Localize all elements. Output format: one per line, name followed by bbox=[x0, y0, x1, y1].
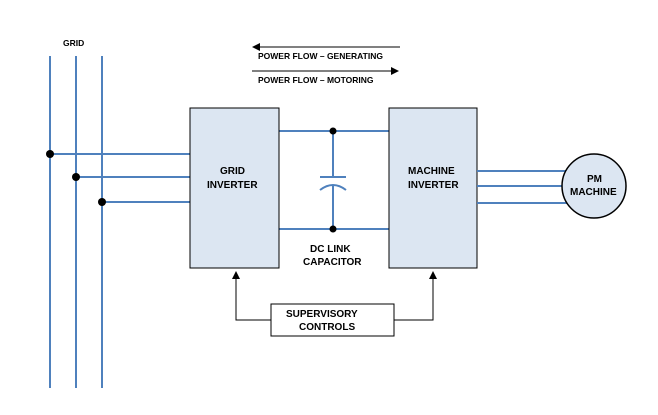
junction-dot bbox=[98, 198, 106, 206]
grid-feed-lines bbox=[50, 153, 190, 203]
dc-link-label-line1: DC LINK bbox=[310, 244, 351, 255]
machine-feed-lines bbox=[477, 170, 569, 204]
supervisory-label-line2: CONTROLS bbox=[299, 322, 355, 333]
grid-label: GRID bbox=[63, 38, 84, 48]
junction-dot bbox=[329, 127, 337, 135]
machine-inverter-box bbox=[388, 107, 478, 269]
power-flow-motoring-label: POWER FLOW – MOTORING bbox=[258, 75, 374, 85]
control-connections bbox=[232, 271, 437, 321]
pm-machine-label-line2: MACHINE bbox=[570, 187, 617, 198]
grid-junction-dots bbox=[46, 150, 106, 206]
grid-inverter-box bbox=[189, 107, 280, 269]
machine-inverter-label-line2: INVERTER bbox=[408, 180, 459, 191]
dc-link-junction-dots bbox=[329, 127, 337, 233]
junction-dot bbox=[72, 173, 80, 181]
dc-link-label-line2: CAPACITOR bbox=[303, 257, 362, 268]
pm-machine-label-line1: PM bbox=[587, 174, 602, 185]
pm-machine-circle bbox=[561, 153, 627, 219]
grid-inverter-label-line2: INVERTER bbox=[207, 180, 258, 191]
capacitor-plate-curved bbox=[319, 184, 347, 191]
junction-dot bbox=[329, 225, 337, 233]
control-to-machine-inverter-arrow bbox=[394, 271, 437, 321]
grid-bus-lines bbox=[49, 56, 103, 388]
supervisory-controls-box bbox=[270, 303, 395, 337]
junction-dot bbox=[46, 150, 54, 158]
control-to-grid-inverter-arrow bbox=[232, 271, 271, 321]
power-flow-generating-label: POWER FLOW – GENERATING bbox=[258, 51, 383, 61]
grid-inverter-label-line1: GRID bbox=[220, 166, 245, 177]
dc-link-wires bbox=[279, 130, 389, 230]
supervisory-label-line1: SUPERVISORY bbox=[286, 309, 358, 320]
machine-inverter-label-line1: MACHINE bbox=[408, 166, 455, 177]
